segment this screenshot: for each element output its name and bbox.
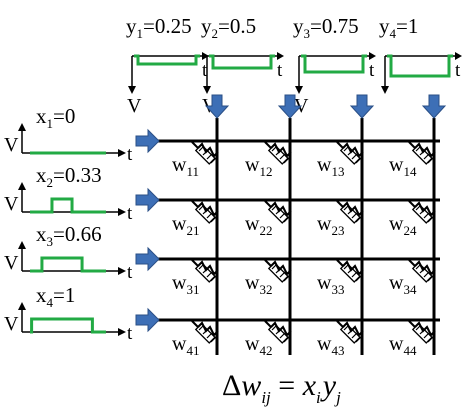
memristor-12	[264, 141, 292, 165]
column-2-voltage-arrowhead	[203, 86, 211, 94]
row-2-input-arrow	[135, 187, 160, 213]
weight-w33: w33	[317, 272, 344, 297]
row-4-time-arrowhead	[118, 328, 126, 336]
row-2-v-label: V	[4, 193, 19, 215]
row-4-voltage-arrowhead	[18, 302, 26, 310]
column-4-voltage-arrowhead	[381, 86, 389, 94]
column-4-pulse	[387, 54, 453, 78]
weight-w24: w24	[389, 213, 417, 238]
column-1-v-label: V	[127, 95, 142, 117]
memristor-11	[191, 141, 219, 165]
column-4-input-arrow	[421, 94, 447, 119]
weight-w44: w44	[389, 333, 417, 358]
column-3-input-arrow	[349, 94, 375, 119]
column-1-time-arrowhead	[202, 52, 209, 60]
column-1-voltage-arrowhead	[128, 86, 136, 94]
y4-value-label: y4=1	[379, 14, 418, 41]
memristor-41	[191, 320, 219, 344]
memristor-23	[336, 200, 364, 224]
row-1-input-arrow	[135, 128, 160, 154]
memristor-24	[408, 200, 436, 224]
memristor-32	[264, 259, 292, 283]
row-2-voltage-arrowhead	[18, 182, 26, 190]
row-3-voltage-arrowhead	[18, 241, 26, 249]
column-2-input-arrow	[277, 94, 303, 119]
column-4-t-label: t	[455, 60, 461, 81]
memristor-31	[191, 259, 219, 283]
memristor-22	[264, 200, 292, 224]
weight-w31: w31	[172, 272, 199, 297]
y3-value-label: y3=0.75	[293, 14, 359, 41]
column-3-pulse	[301, 54, 367, 74]
row-3-pulse	[30, 256, 106, 273]
x1-value-label: x1=0	[36, 104, 75, 131]
column-3-t-label: t	[369, 60, 375, 81]
memristor-42	[264, 320, 292, 344]
memristor-21	[191, 200, 219, 224]
x2-value-label: x2=0.33	[36, 163, 102, 190]
row-4-t-label: t	[127, 323, 133, 344]
weight-w32: w32	[245, 272, 272, 297]
x4-value-label: x4=1	[36, 283, 75, 310]
column-3-voltage-arrowhead	[295, 86, 303, 94]
row-3-time-arrowhead	[118, 267, 126, 275]
memristor-34	[408, 259, 436, 283]
memristor-14	[408, 141, 436, 165]
column-2-t-label: t	[277, 60, 283, 81]
memristor-13	[336, 141, 364, 165]
row-3-v-label: V	[4, 252, 19, 274]
row-1-time-arrowhead	[118, 149, 126, 157]
weight-w14: w14	[389, 154, 417, 179]
memristor-33	[336, 259, 364, 283]
row-3-input-arrow	[135, 246, 160, 272]
weight-w43: w43	[317, 333, 344, 358]
y1-value-label: y1=0.25	[126, 14, 192, 41]
column-input-4: y4=1 t	[379, 14, 462, 94]
row-2-pulse	[30, 197, 106, 214]
weight-w42: w42	[245, 333, 272, 358]
column-2-pulse	[209, 54, 275, 70]
column-1-t-label: t	[202, 60, 208, 81]
weight-w12: w12	[245, 154, 272, 179]
row-4-v-label: V	[4, 313, 19, 335]
column-4-time-arrowhead	[455, 52, 462, 60]
row-4-input-arrow	[135, 307, 160, 333]
column-2-time-arrowhead	[277, 52, 284, 60]
memristor-44	[408, 320, 436, 344]
y2-value-label: y2=0.5	[201, 14, 256, 41]
weight-w22: w22	[245, 213, 272, 238]
row-2-time-arrowhead	[118, 208, 126, 216]
row-1-t-label: t	[127, 144, 133, 165]
row-1-voltage-arrowhead	[18, 123, 26, 131]
weight-w13: w13	[317, 154, 344, 179]
weight-w23: w23	[317, 213, 344, 238]
column-3-time-arrowhead	[369, 52, 376, 60]
weight-w11: w11	[172, 154, 199, 179]
update-equation: Δwij = xiyj	[222, 369, 341, 407]
weight-w41: w41	[172, 333, 199, 358]
x3-value-label: x3=0.66	[36, 222, 102, 249]
row-2-t-label: t	[127, 203, 133, 224]
column-1-pulse	[134, 54, 200, 66]
row-3-t-label: t	[127, 262, 133, 283]
row-1-v-label: V	[4, 134, 19, 156]
weight-w21: w21	[172, 213, 199, 238]
column-input-1: y1=0.25 tV	[126, 14, 209, 117]
weight-w34: w34	[389, 272, 417, 297]
row-4-pulse	[30, 317, 106, 334]
column-1-input-arrow	[204, 94, 230, 119]
memristor-43	[336, 320, 364, 344]
